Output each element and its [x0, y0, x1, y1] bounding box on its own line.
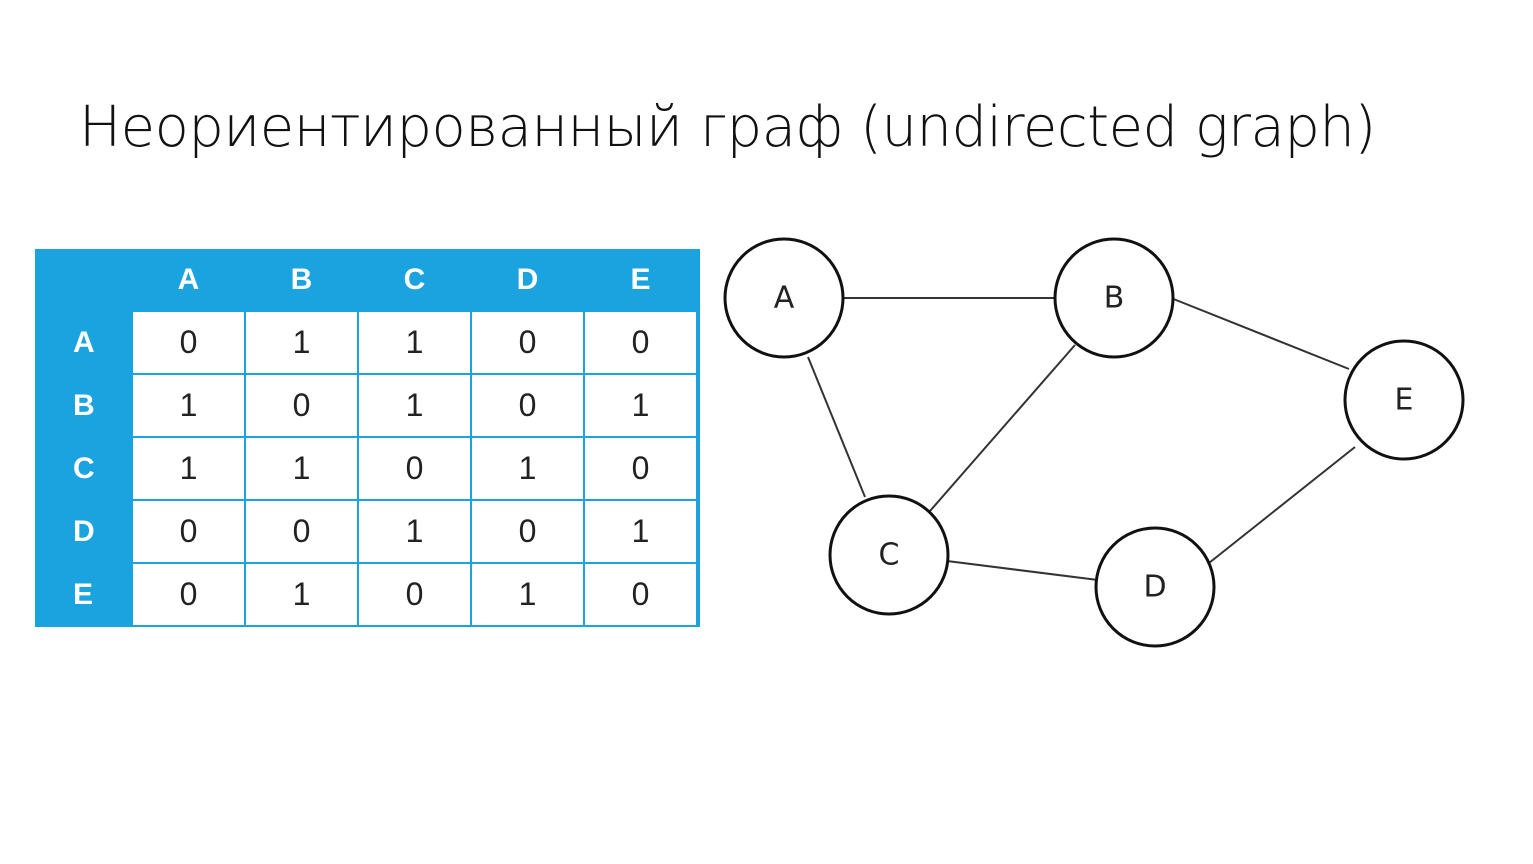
matrix-cell: 0: [470, 373, 585, 438]
graph-edge: [946, 560, 1099, 581]
graph-node-b: B: [1053, 237, 1175, 359]
matrix-cell: 1: [357, 310, 472, 375]
graph-node-e: E: [1343, 339, 1465, 461]
node-label: C: [879, 538, 900, 573]
matrix-row-header: B: [73, 388, 95, 422]
node-circle: [1053, 237, 1175, 359]
adjacency-matrix-table: A B C D E A 0 1 1 0 0 B 1 0 1 0 1: [35, 249, 698, 627]
matrix-cell: 1: [244, 310, 359, 375]
matrix-cell: 1: [131, 373, 246, 438]
matrix-col-header: A: [177, 262, 200, 296]
matrix-col-header: B: [290, 262, 313, 296]
node-circle: [723, 237, 845, 359]
matrix-cell: 1: [583, 499, 698, 564]
graph-nodes: A B C D E: [723, 237, 1465, 648]
graph-edges: [807, 297, 1356, 581]
graph-node-c: C: [828, 494, 950, 616]
matrix-row: A 0 1 1 0 0: [35, 310, 698, 375]
node-label: E: [1395, 383, 1414, 418]
matrix-cell: 1: [583, 373, 698, 438]
graph-node-d: D: [1094, 526, 1216, 648]
slide-title: Неориентированный граф (undirected graph…: [79, 95, 1376, 160]
graph-edge: [929, 344, 1076, 512]
matrix-row: C 1 1 0 1 0: [35, 436, 698, 501]
node-circle: [1343, 339, 1465, 461]
graph-node-a: A: [723, 237, 845, 359]
matrix-cell: 0: [583, 310, 698, 375]
adjacency-matrix: A B C D E A 0 1 1 0 0 B 1 0 1 0 1: [35, 249, 700, 627]
matrix-cell: 1: [244, 562, 359, 627]
node-circle: [828, 494, 950, 616]
matrix-cell: 1: [357, 499, 472, 564]
matrix-header-row: A B C D E: [35, 249, 697, 311]
matrix-col-header: C: [403, 262, 426, 296]
node-circle: [1094, 526, 1216, 648]
matrix-row-header: C: [73, 451, 95, 485]
matrix-cell: 0: [131, 562, 246, 627]
matrix-cell: 0: [131, 499, 246, 564]
matrix-row-header: E: [73, 577, 94, 611]
node-label: A: [774, 281, 795, 316]
matrix-cell: 1: [470, 436, 585, 501]
matrix-row-header: D: [73, 514, 95, 548]
matrix-row-header: A: [73, 325, 95, 359]
matrix-cell: 0: [470, 310, 585, 375]
matrix-row: B 1 0 1 0 1: [35, 373, 698, 438]
matrix-col-header: D: [516, 262, 539, 296]
matrix-cell: 0: [357, 562, 472, 627]
node-label: D: [1143, 570, 1166, 605]
node-label: B: [1104, 281, 1125, 316]
matrix-row: E 0 1 0 1 0: [35, 562, 698, 627]
matrix-cell: 0: [583, 562, 698, 627]
matrix-cell: 0: [470, 499, 585, 564]
matrix-col-header: E: [630, 262, 651, 296]
matrix-cell: 0: [244, 373, 359, 438]
matrix-cell: 0: [583, 436, 698, 501]
matrix-cell: 1: [131, 436, 246, 501]
matrix-cell: 1: [357, 373, 472, 438]
graph-edge: [1208, 446, 1356, 564]
matrix-cell: 0: [357, 436, 472, 501]
matrix-cell: 1: [470, 562, 585, 627]
matrix-cell: 0: [131, 310, 246, 375]
graph-edge: [1170, 297, 1350, 370]
graph-edge: [807, 356, 866, 498]
matrix-cell: 1: [244, 436, 359, 501]
matrix-cell: 0: [244, 499, 359, 564]
matrix-row: D 0 0 1 0 1: [35, 499, 698, 564]
